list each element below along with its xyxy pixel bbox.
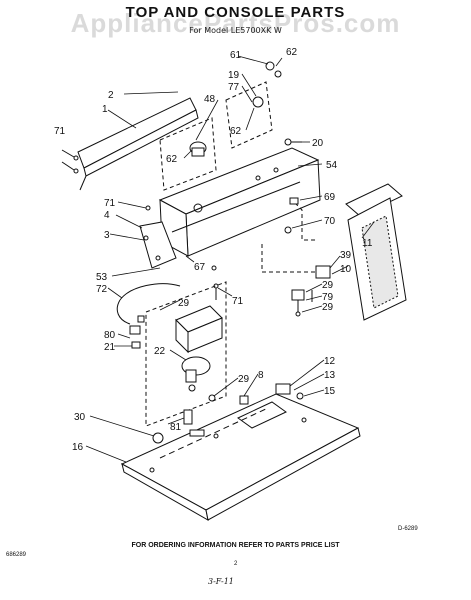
callout-61: 61 — [230, 50, 242, 61]
callout-71c: 71 — [232, 296, 244, 307]
timer-group-22 — [145, 281, 227, 427]
callout-8: 8 — [258, 370, 264, 381]
knob-group-19 — [225, 81, 273, 149]
callout-67: 67 — [194, 262, 206, 273]
callout-10: 10 — [340, 264, 352, 275]
lid-switch — [275, 383, 304, 400]
callout-22: 22 — [154, 346, 166, 357]
callout-29c: 29 — [322, 302, 334, 313]
callout-2: 2 — [108, 90, 114, 101]
callout-80: 80 — [104, 330, 116, 341]
callout-71a: 71 — [54, 126, 66, 137]
callout-21: 21 — [104, 342, 116, 353]
ordering-note: FOR ORDERING INFORMATION REFER TO PARTS … — [131, 542, 340, 549]
callout-79: 79 — [322, 292, 334, 303]
callout-62c: 62 — [230, 126, 242, 137]
cabinet-top — [120, 393, 361, 521]
screws-71-left — [61, 149, 79, 174]
console-body — [158, 147, 321, 257]
knob-group-48 — [159, 117, 217, 191]
end-cap — [139, 205, 177, 269]
callout-16: 16 — [72, 442, 84, 453]
left-code: 686289 — [6, 552, 27, 558]
callout-29a: 29 — [178, 298, 190, 309]
fasteners — [131, 265, 249, 444]
diagram-code: D-6289 — [398, 526, 418, 532]
clips-69-70 — [284, 197, 299, 234]
leader-lines — [85, 55, 375, 463]
callout-4: 4 — [104, 210, 110, 221]
timer-knob — [189, 141, 207, 157]
callout-29b: 29 — [322, 280, 334, 291]
small-knob — [252, 61, 282, 108]
page-title: TOP AND CONSOLE PARTS — [125, 4, 346, 21]
callout-15: 15 — [324, 386, 336, 397]
callout-19: 19 — [228, 70, 240, 81]
callout-48: 48 — [204, 94, 216, 105]
callout-62b: 62 — [166, 154, 178, 165]
callout-54: 54 — [326, 160, 338, 171]
callout-69: 69 — [324, 192, 336, 203]
watermark: AppliancePartsPros.com — [70, 8, 401, 38]
overlay-panel — [345, 183, 407, 321]
callout-72: 72 — [96, 284, 108, 295]
callout-labels: 2 1 71 61 62 19 77 48 62 62 20 54 71 4 3… — [54, 47, 373, 453]
callout-13: 13 — [324, 370, 336, 381]
model-line: For Model LE5700XK W — [189, 26, 282, 35]
callout-30: 30 — [74, 412, 86, 423]
callout-29d: 29 — [238, 374, 250, 385]
callout-1: 1 — [102, 104, 108, 115]
back-trim-strip — [77, 97, 199, 191]
timer-motor — [175, 305, 223, 425]
callout-71b: 71 — [104, 198, 116, 209]
callout-62a: 62 — [286, 47, 298, 58]
wire-harness-72 — [116, 283, 181, 335]
callout-11: 11 — [362, 238, 373, 249]
callout-53: 53 — [96, 272, 108, 283]
callout-12: 12 — [324, 356, 336, 367]
callout-77: 77 — [228, 82, 240, 93]
callout-3: 3 — [104, 230, 110, 241]
callout-20: 20 — [312, 138, 324, 149]
callout-70: 70 — [324, 216, 336, 227]
switch-39 — [291, 265, 331, 317]
callout-39: 39 — [340, 250, 352, 261]
page-number: 2 — [234, 561, 238, 567]
handwritten-note: 3-F-11 — [208, 577, 234, 586]
callout-81: 81 — [170, 422, 182, 433]
